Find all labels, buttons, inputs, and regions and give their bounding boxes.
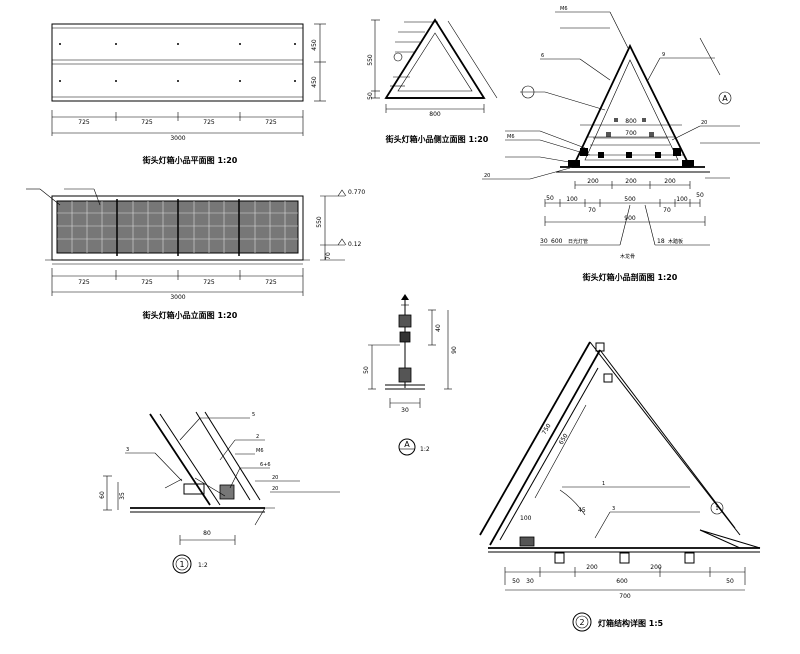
detail-a-dim-3: 50	[363, 366, 370, 374]
front-dim-4: 725	[265, 279, 277, 286]
detail-1-dim-2: 35	[119, 492, 126, 500]
front-dim-2: 725	[141, 279, 153, 286]
detail-2-title: 灯箱结构详图 1:5	[598, 618, 664, 628]
detail-2-marker	[572, 612, 592, 632]
detail-1-dim-3: 80	[203, 530, 211, 537]
section-label-tube: 日光灯管	[568, 238, 588, 245]
detail-a-scale: 1:2	[420, 446, 430, 453]
detail-1-note-20b: 20	[272, 486, 278, 492]
front-level-top: 0.770	[348, 189, 365, 196]
front-elevation: 725 725 725 725 3000 550 70 0.770 0.12 街…	[26, 188, 365, 320]
section-dim-low-5: 70	[663, 207, 671, 214]
detail-2-slant-dim-1: 750	[541, 422, 553, 436]
detail-2-dim-30: 30	[526, 578, 534, 585]
detail-2-angle: 45	[578, 507, 586, 514]
detail-2-callout: 1	[715, 506, 718, 512]
plan-outline	[51, 23, 304, 102]
detail-a-dim-4: 30	[401, 407, 409, 414]
side-elev-dim-1: 550	[367, 54, 374, 66]
section-note-m6-top: M6	[560, 6, 568, 12]
detail-1-dim-1: 60	[99, 491, 106, 499]
plan-side-dim-2: 450	[311, 76, 318, 88]
detail-2-dim-200a: 200	[586, 564, 598, 571]
detail-1-note-3: 3	[126, 447, 129, 453]
detail-1-marker	[172, 554, 192, 574]
detail-2-slant-dim-2: 650	[558, 432, 570, 446]
section-dim-low-2: 100	[566, 196, 578, 203]
detail-1-note-66: 6+6	[260, 462, 271, 468]
detail-a-marker	[398, 438, 416, 456]
section-dim-low-1: 50	[546, 195, 554, 202]
detail-2-dim-100: 100	[520, 515, 532, 522]
detail-2-dim-50b: 50	[726, 578, 734, 585]
plan-dim-3: 725	[203, 119, 215, 126]
detail-2-note-3: 3	[612, 506, 615, 512]
section-dim-mid-1: 200	[587, 178, 599, 185]
section-dim-bottom: 900	[624, 215, 636, 222]
detail-1-label: 1	[179, 560, 184, 569]
detail-1-note-2: 2	[256, 434, 259, 440]
section-dim-top-1: 800	[625, 118, 637, 125]
detail-a-dim-1: 40	[435, 324, 442, 332]
detail-1-note-5: 5	[252, 412, 255, 418]
detail-2-note-1: 1	[602, 481, 605, 487]
detail-2-dim-600: 600	[616, 578, 628, 585]
front-side-dim-2: 70	[325, 252, 332, 260]
section-label-board: 木踏板	[668, 238, 683, 245]
detail-2-dim-200b: 200	[650, 564, 662, 571]
side-elev-dim-2: 50	[367, 92, 374, 100]
section-dim-mid-2: 200	[625, 178, 637, 185]
section-dim-low-6: 100	[676, 196, 688, 203]
detail-1-scale: 1:2	[198, 562, 208, 569]
detail-2-label: 2	[579, 618, 584, 627]
side-elev-title: 街头灯箱小品侧立面图 1:20	[385, 134, 489, 144]
detail-a: 40 90 50 30 A 1:2	[363, 294, 458, 456]
section-dim-low-3: 70	[588, 207, 596, 214]
detail-a-dim-2: 90	[451, 346, 458, 354]
section-label-30: 30	[540, 238, 548, 245]
section-dim-low-7: 50	[696, 192, 704, 199]
detail-2: 750 650 45 100 3 1 1 200 600 200 30 50 5…	[479, 341, 761, 632]
section-dim-low-4: 500	[624, 196, 636, 203]
front-dim-total: 3000	[170, 294, 185, 301]
detail-1-note-m6: M6	[256, 448, 264, 454]
plan-dim-total: 3000	[170, 135, 185, 142]
front-dim-3: 725	[203, 279, 215, 286]
front-dim-1: 725	[78, 279, 90, 286]
section-label-18: 18	[657, 238, 665, 245]
section-note-9: 9	[662, 52, 665, 58]
detail-1-note-20a: 20	[272, 475, 278, 481]
section-view: M6 6 9 20 M6 20 A 800 700 200 200 200 50…	[482, 6, 760, 282]
front-side-dim-1: 550	[316, 216, 323, 228]
plan-dim-1: 725	[78, 119, 90, 126]
section-label-600: 600	[551, 238, 563, 245]
section-dim-mid-3: 200	[664, 178, 676, 185]
detail-2-dim-50a: 50	[512, 578, 520, 585]
plan-dim-2: 725	[141, 119, 153, 126]
plan-view: 725 725 725 725 3000 450 450 街头灯箱小品平面图 1…	[51, 23, 326, 165]
front-title: 街头灯箱小品立面图 1:20	[142, 310, 238, 320]
plan-side-dim-1: 450	[311, 39, 318, 51]
section-label-keel: 木龙骨	[620, 253, 635, 260]
detail-2-dim-total: 700	[619, 593, 631, 600]
plan-title: 街头灯箱小品平面图 1:20	[142, 155, 238, 165]
section-dim-top-2: 700	[625, 130, 637, 137]
side-elevation: 550 50 800 街头灯箱小品侧立面图 1:20	[367, 18, 498, 144]
section-note-20-right: 20	[701, 120, 707, 126]
section-title: 街头灯箱小品剖面图 1:20	[582, 272, 678, 282]
front-level-bottom: 0.12	[348, 241, 362, 248]
section-note-20: 20	[484, 173, 490, 179]
section-note-6: 6	[541, 53, 544, 59]
plan-dim-4: 725	[265, 119, 277, 126]
detail-a-label: A	[404, 440, 410, 449]
section-note-m6-low: M6	[507, 134, 515, 140]
section-callout-a: A	[722, 94, 728, 103]
side-elev-dim-bottom: 800	[429, 111, 441, 118]
detail-1: 5 3 2 M6 6+6 20 20 60 35 80 1 1:2	[99, 411, 340, 574]
